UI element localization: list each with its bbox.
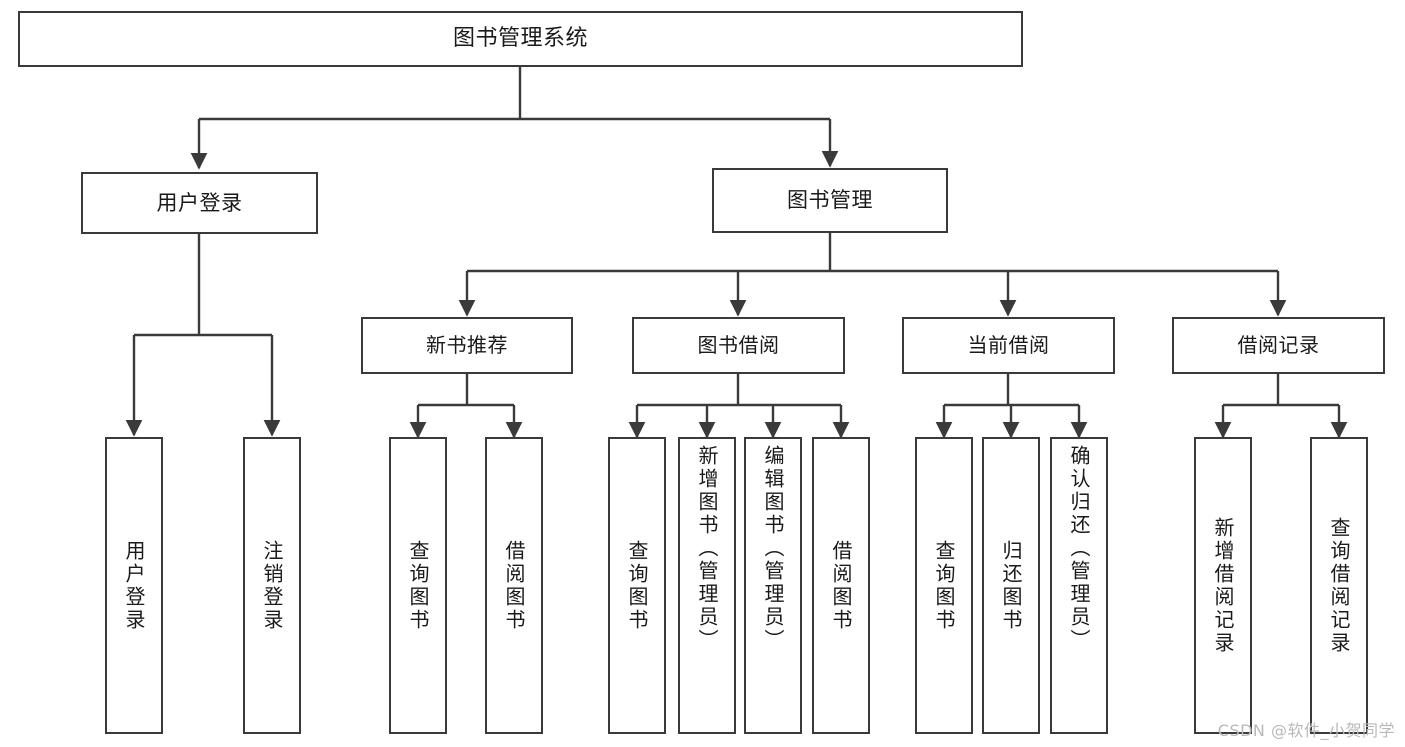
node-label: 查询借阅记录	[1327, 516, 1351, 655]
leaf-borrow-query-book[interactable]: 查询图书	[608, 437, 666, 734]
node-new-book-recommend[interactable]: 新书推荐	[361, 317, 573, 374]
leaf-current-query-book[interactable]: 查询图书	[915, 437, 973, 734]
node-label: 图书管理	[787, 188, 873, 213]
watermark: CSDN @软件_小贺同学	[1217, 721, 1395, 740]
node-label: 编辑图书（管理员）	[761, 445, 785, 652]
node-label: 借阅图书	[502, 539, 526, 632]
node-label: 注销登录	[260, 539, 284, 632]
leaf-record-query-record[interactable]: 查询借阅记录	[1310, 437, 1368, 734]
node-label: 确认归还（管理员）	[1067, 445, 1091, 652]
leaf-recommend-borrow-book[interactable]: 借阅图书	[485, 437, 543, 734]
node-label: 用户登录	[122, 539, 146, 632]
node-current-borrow[interactable]: 当前借阅	[902, 317, 1115, 374]
node-user-login[interactable]: 用户登录	[81, 172, 318, 234]
node-label: 查询图书	[932, 539, 956, 632]
node-root-system[interactable]: 图书管理系统	[18, 11, 1023, 67]
node-label: 图书借阅	[697, 333, 780, 357]
node-label: 当前借阅	[967, 333, 1050, 357]
node-borrow-record[interactable]: 借阅记录	[1172, 317, 1385, 374]
node-label: 新书推荐	[426, 333, 508, 357]
leaf-user-login-logout[interactable]: 注销登录	[243, 437, 301, 734]
leaf-borrow-edit-book-admin[interactable]: 编辑图书（管理员）	[744, 437, 802, 734]
node-label: 查询图书	[406, 539, 430, 632]
node-label: 借阅记录	[1237, 333, 1320, 357]
node-label: 归还图书	[999, 539, 1023, 632]
leaf-borrow-borrow-book[interactable]: 借阅图书	[812, 437, 870, 734]
node-book-management[interactable]: 图书管理	[712, 168, 948, 233]
leaf-current-confirm-return-admin[interactable]: 确认归还（管理员）	[1050, 437, 1108, 734]
node-label: 新增借阅记录	[1211, 516, 1235, 655]
leaf-borrow-add-book-admin[interactable]: 新增图书（管理员）	[678, 437, 736, 734]
leaf-record-add-record[interactable]: 新增借阅记录	[1194, 437, 1252, 734]
node-book-borrow[interactable]: 图书借阅	[632, 317, 845, 374]
node-label: 用户登录	[156, 190, 243, 215]
node-label: 借阅图书	[829, 539, 853, 632]
node-label: 新增图书（管理员）	[695, 445, 719, 652]
leaf-user-login-login[interactable]: 用户登录	[105, 437, 163, 734]
node-label: 查询图书	[625, 539, 649, 632]
node-label: 图书管理系统	[452, 26, 588, 52]
leaf-recommend-query-book[interactable]: 查询图书	[389, 437, 447, 734]
leaf-current-return-book[interactable]: 归还图书	[982, 437, 1040, 734]
